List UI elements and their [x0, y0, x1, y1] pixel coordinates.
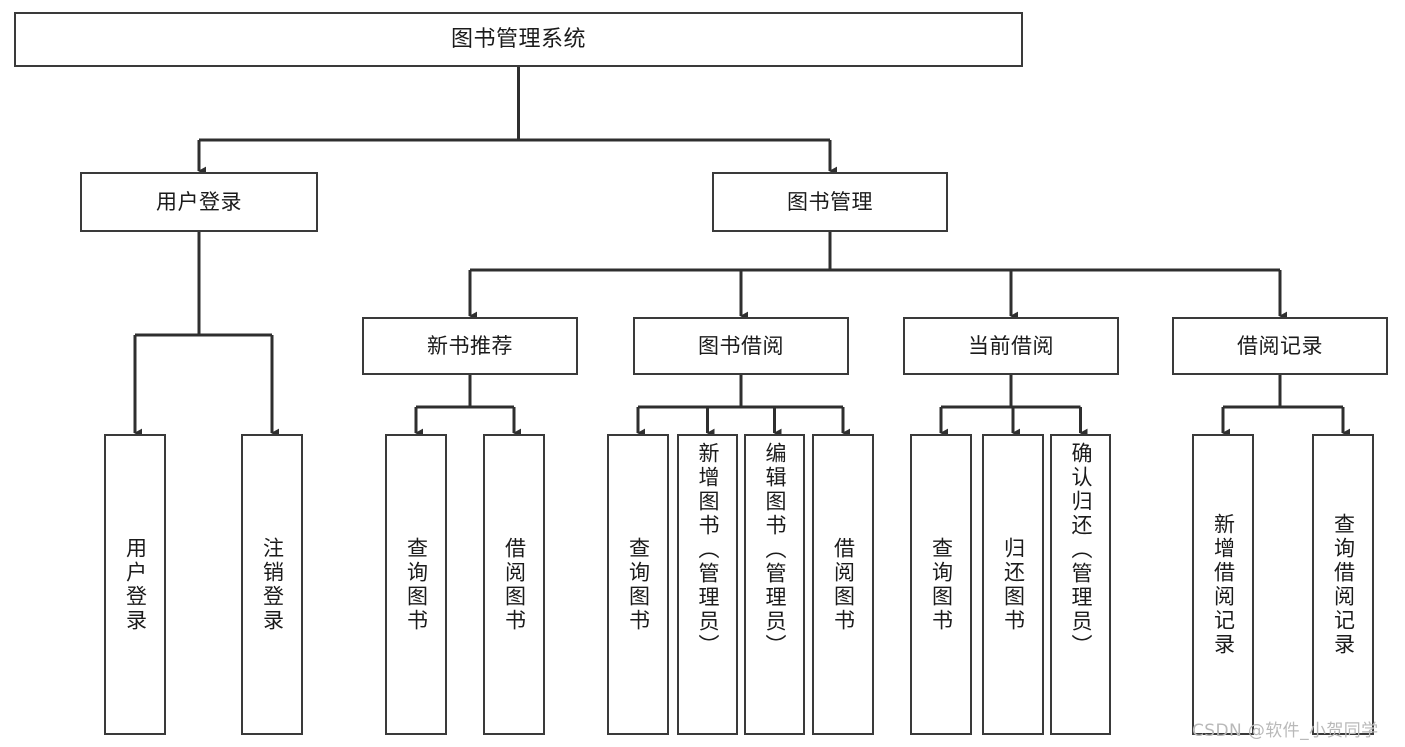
- node-l8[interactable]: 借阅图书: [812, 434, 874, 735]
- node-borrow[interactable]: 图书借阅: [633, 317, 849, 375]
- node-label: 新增借阅记录: [1211, 512, 1236, 657]
- node-l9[interactable]: 查询图书: [910, 434, 972, 735]
- node-l6[interactable]: 新增图书（管理员）: [677, 434, 738, 735]
- node-label: 新书推荐: [427, 333, 513, 358]
- node-label: 归还图书: [1001, 536, 1026, 633]
- node-l13[interactable]: 查询借阅记录: [1312, 434, 1374, 735]
- node-label: 用户登录: [123, 536, 148, 633]
- node-label: 注销登录: [260, 536, 285, 633]
- node-l1[interactable]: 用户登录: [104, 434, 166, 735]
- node-label: 图书管理: [787, 189, 873, 214]
- node-l5[interactable]: 查询图书: [607, 434, 669, 735]
- node-label: 查询图书: [404, 536, 429, 633]
- node-label: 编辑图书（管理员）: [763, 442, 787, 658]
- node-bookmgmt[interactable]: 图书管理: [712, 172, 948, 232]
- tree-connectors: [133, 67, 1351, 438]
- node-l4[interactable]: 借阅图书: [483, 434, 545, 735]
- node-label: 借阅记录: [1237, 333, 1323, 358]
- node-label: 借阅图书: [831, 536, 856, 633]
- node-root[interactable]: 图书管理系统: [14, 12, 1023, 67]
- node-label: 图书管理系统: [450, 26, 586, 52]
- node-newbook[interactable]: 新书推荐: [362, 317, 578, 375]
- node-l10[interactable]: 归还图书: [982, 434, 1044, 735]
- node-label: 查询图书: [929, 536, 954, 633]
- node-label: 确认归还（管理员）: [1069, 442, 1093, 658]
- node-label: 查询图书: [626, 536, 651, 633]
- node-label: 图书借阅: [698, 333, 784, 358]
- node-login[interactable]: 用户登录: [80, 172, 318, 232]
- node-label: 新增图书（管理员）: [696, 442, 720, 658]
- node-l2[interactable]: 注销登录: [241, 434, 303, 735]
- node-label: 查询借阅记录: [1331, 512, 1356, 657]
- node-l11[interactable]: 确认归还（管理员）: [1050, 434, 1111, 735]
- node-l7[interactable]: 编辑图书（管理员）: [744, 434, 805, 735]
- node-label: 当前借阅: [968, 333, 1054, 358]
- node-label: 用户登录: [156, 189, 242, 214]
- node-label: 借阅图书: [502, 536, 527, 633]
- node-l12[interactable]: 新增借阅记录: [1192, 434, 1254, 735]
- node-current[interactable]: 当前借阅: [903, 317, 1119, 375]
- node-records[interactable]: 借阅记录: [1172, 317, 1388, 375]
- node-l3[interactable]: 查询图书: [385, 434, 447, 735]
